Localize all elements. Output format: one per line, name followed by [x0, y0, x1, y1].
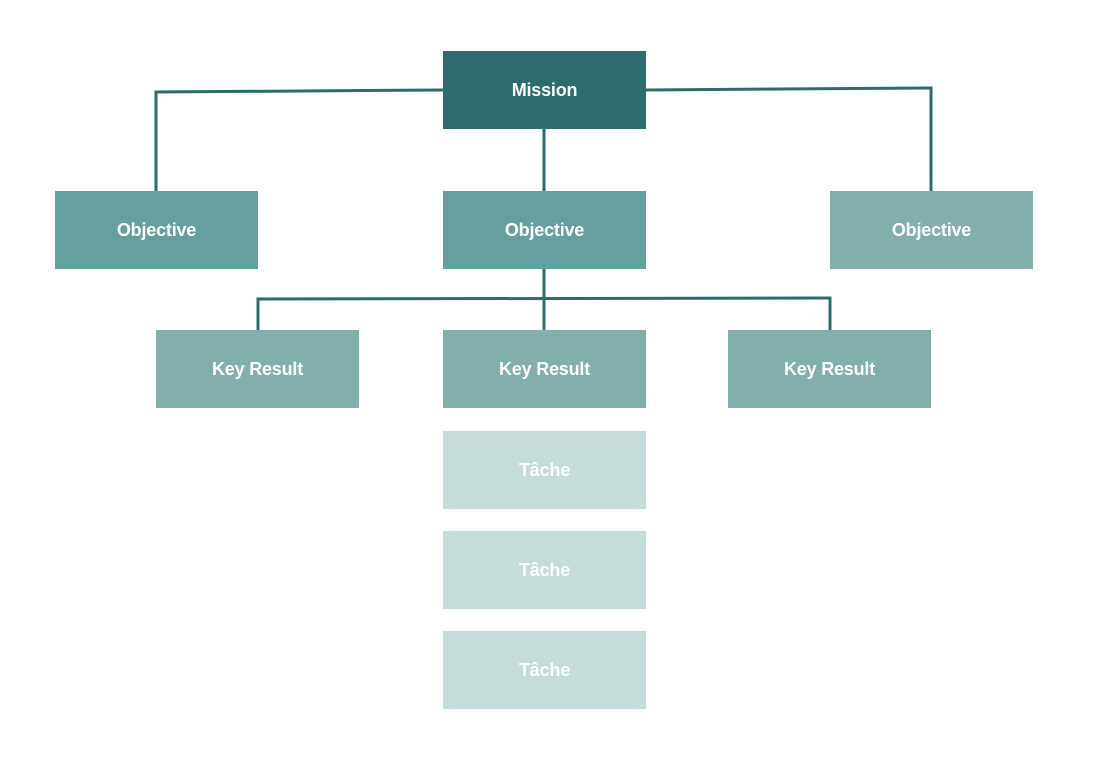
objective-label: Objective — [116, 219, 197, 240]
objective-node-left: Objective — [55, 191, 258, 269]
connector-mission-objective-right — [643, 86, 933, 92]
task-node-2: Tâche — [443, 531, 646, 609]
key-result-node-right: Key Result — [728, 330, 931, 408]
objective-label: Objective — [504, 219, 585, 240]
task-node-3: Tâche — [443, 631, 646, 709]
connector-mission-objective-left — [154, 88, 445, 94]
mission-node: Mission — [443, 51, 646, 129]
task-label: Tâche — [518, 459, 571, 480]
key-result-label: Key Result — [783, 358, 876, 379]
task-label: Tâche — [518, 659, 571, 680]
mission-label: Mission — [511, 79, 578, 100]
connector-key-results-bar — [256, 296, 832, 301]
task-label: Tâche — [518, 559, 571, 580]
key-result-label: Key Result — [498, 358, 591, 379]
key-result-node-center: Key Result — [443, 330, 646, 408]
key-result-label: Key Result — [211, 358, 304, 379]
objective-node-center: Objective — [443, 191, 646, 269]
key-result-node-left: Key Result — [156, 330, 359, 408]
objective-label: Objective — [891, 219, 972, 240]
task-node-1: Tâche — [443, 431, 646, 509]
objective-node-right: Objective — [830, 191, 1033, 269]
